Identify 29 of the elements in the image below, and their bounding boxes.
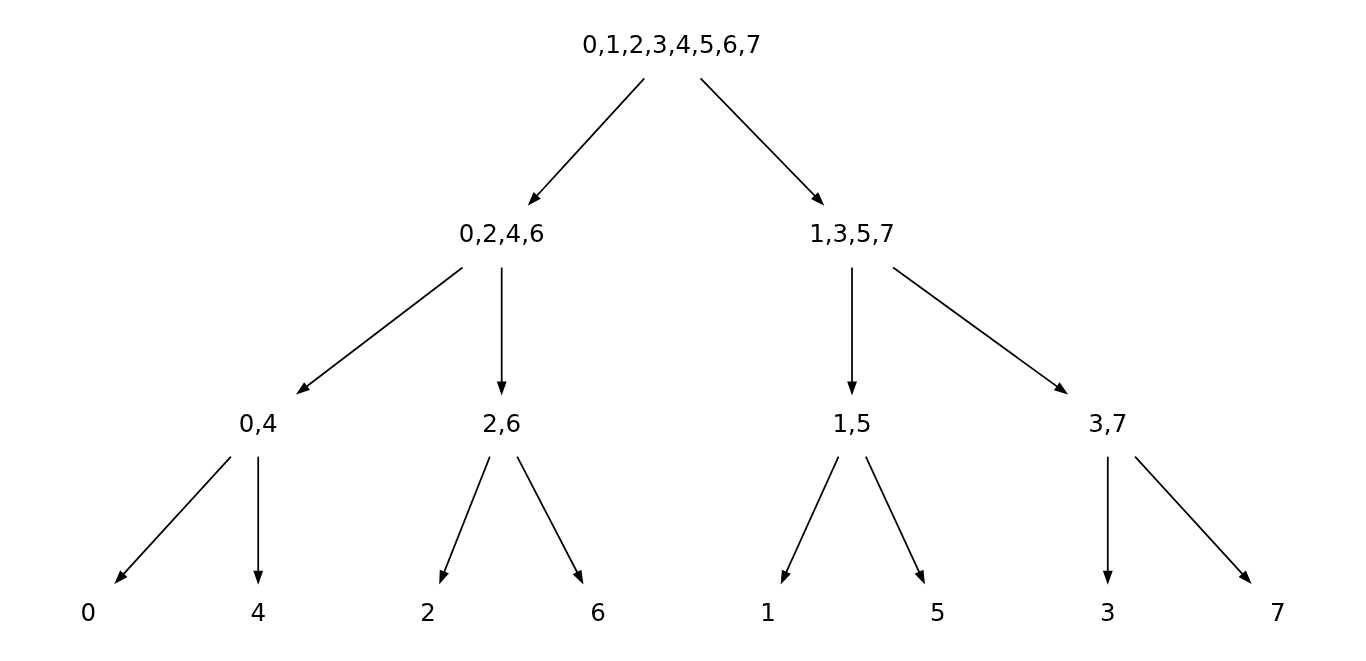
arrow — [699, 77, 825, 206]
arrow — [295, 266, 464, 395]
node-text: 0 — [80, 597, 97, 627]
arrow — [516, 455, 584, 585]
node-text: 4 — [250, 597, 267, 627]
node-text: 2 — [420, 597, 436, 627]
arrow — [114, 455, 232, 585]
arrow — [847, 266, 857, 396]
node-text: 0,4 — [238, 408, 278, 438]
arrow — [780, 455, 840, 585]
arrow — [527, 77, 646, 206]
node-text: 1,3,5,7 — [809, 219, 895, 249]
node-text: 2,6 — [482, 408, 522, 438]
node-text: 0,1,2,3,4,5,6,7 — [581, 30, 762, 60]
arrow — [496, 266, 507, 396]
node-text: 6 — [590, 597, 606, 627]
arrow — [1102, 455, 1113, 585]
node-text: 0,2,4,6 — [458, 219, 545, 249]
node-text: 5 — [930, 597, 946, 627]
node-text: 3,7 — [1088, 408, 1128, 438]
arrow — [1134, 455, 1252, 585]
arrow — [439, 455, 491, 585]
arrow — [253, 455, 264, 585]
arrow — [892, 266, 1069, 395]
node-text: 3 — [1099, 597, 1116, 627]
node-text: 1 — [760, 597, 776, 627]
arrow — [864, 455, 925, 585]
node-text: 1,5 — [832, 408, 872, 438]
node-text: 7 — [1269, 597, 1286, 627]
